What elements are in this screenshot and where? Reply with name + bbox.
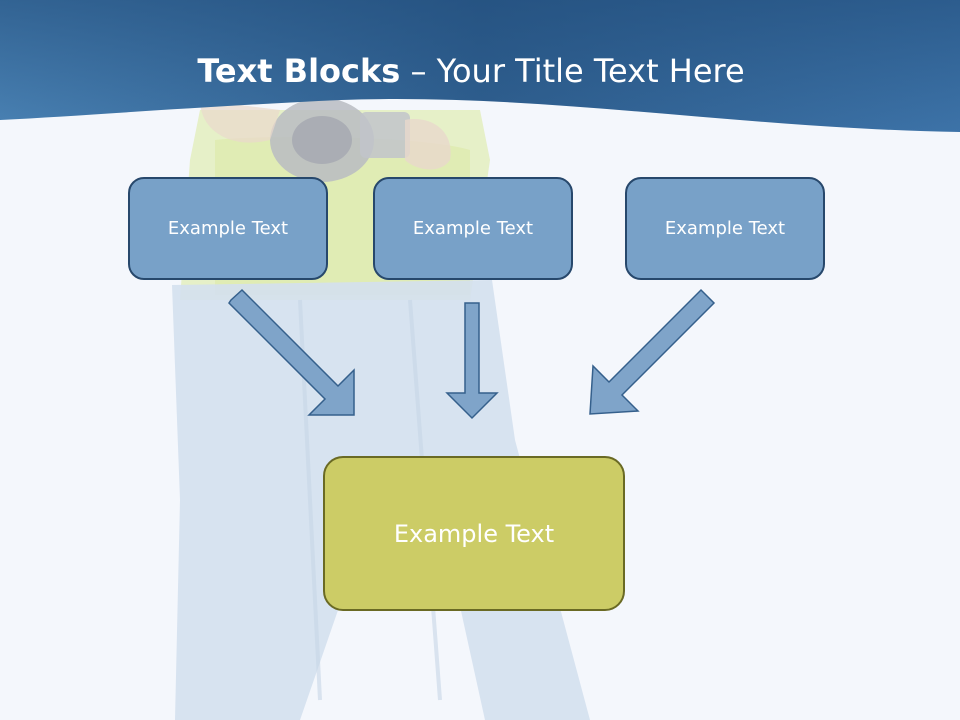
title-dash: – xyxy=(400,52,437,90)
text-block-1: Example Text xyxy=(128,177,328,280)
target-block-label: Example Text xyxy=(393,519,555,548)
text-block-2: Example Text xyxy=(373,177,573,280)
arrow-left xyxy=(228,288,355,416)
text-block-3-label: Example Text xyxy=(664,218,786,239)
arrow-right xyxy=(589,288,716,415)
target-block: Example Text xyxy=(323,456,625,611)
title-rest: Your Title Text Here xyxy=(436,52,745,90)
slide-title: Text Blocks – Your Title Text Here xyxy=(0,52,942,90)
text-block-1-label: Example Text xyxy=(167,218,289,239)
arrow-middle xyxy=(445,302,499,420)
text-block-2-label: Example Text xyxy=(412,218,534,239)
text-block-3: Example Text xyxy=(625,177,825,280)
title-bold: Text Blocks xyxy=(197,52,401,90)
